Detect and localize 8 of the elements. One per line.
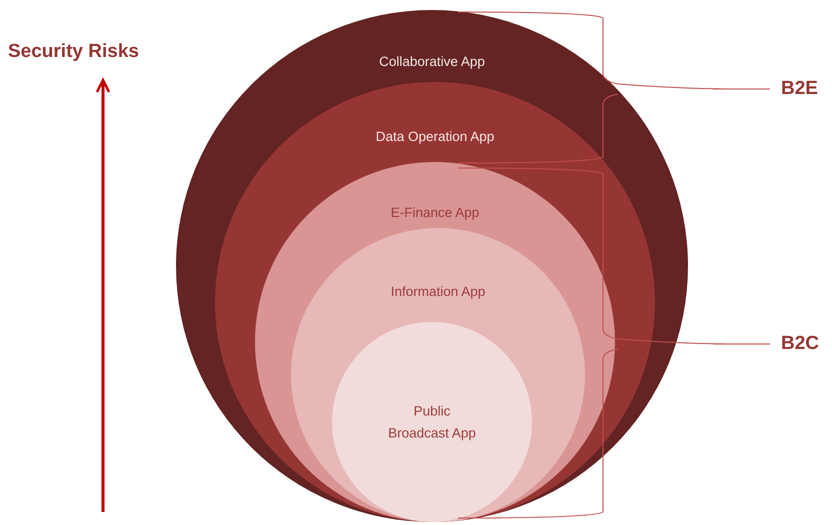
circle-label: Public Broadcast App [387, 402, 477, 442]
axis-label: Security Risks [8, 41, 139, 63]
group-label: B2C [781, 333, 820, 355]
circle-label: Information App [390, 283, 486, 302]
group-label: B2E [781, 78, 818, 100]
circle-label: E-Finance App [390, 204, 480, 222]
circle-label: Collaborative App [378, 53, 486, 72]
circle-label: Data Operation App [374, 128, 496, 146]
